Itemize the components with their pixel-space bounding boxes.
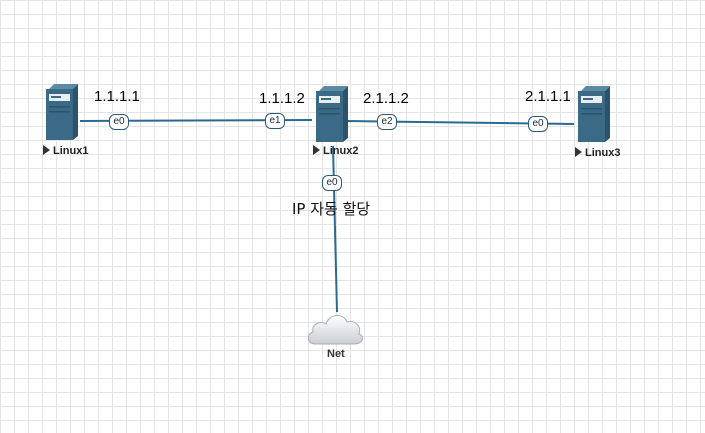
port-linux2-e1[interactable]: e1 [265,113,285,129]
ip-label-linux2-e2: 2.1.1.2 [363,90,409,107]
ip-label-linux2-e1: 1.1.1.2 [259,90,305,107]
server-icon [46,84,78,140]
node-label: Linux2 [313,145,358,157]
node-label: Net [327,348,345,360]
port-linux3-e0[interactable]: e0 [528,116,548,132]
link-linux2-net[interactable] [332,145,338,313]
node-label: Linux1 [43,145,88,157]
port-linux2-e2[interactable]: e2 [377,114,397,130]
node-label: Linux3 [575,147,620,159]
ip-label-linux3: 2.1.1.1 [525,88,571,105]
server-icon [316,86,348,142]
port-linux1-e0[interactable]: e0 [109,114,129,130]
cloud-icon [307,315,363,345]
ip-label-linux1: 1.1.1.1 [94,88,140,105]
server-icon [578,86,610,142]
ip-auto-assign-label: IP 자동 할당 [292,200,371,218]
port-linux2-e0[interactable]: e0 [322,175,342,191]
